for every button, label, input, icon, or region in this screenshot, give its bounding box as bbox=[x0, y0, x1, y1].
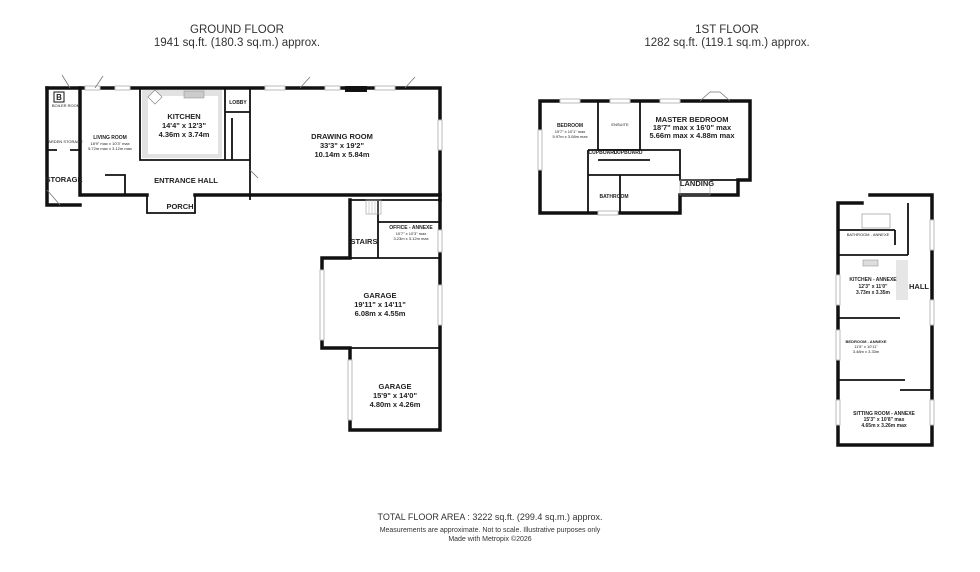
room-name: KITCHEN - ANNEXE bbox=[849, 277, 897, 283]
room-name: OFFICE - ANNEXE bbox=[389, 225, 433, 231]
room-metric: 5.97m x 3.08m max bbox=[552, 134, 587, 139]
room-metric: 4.36m x 3.74m bbox=[159, 130, 210, 139]
room-imperial: 15'3" x 10'8" max bbox=[864, 417, 905, 423]
garden-storage-label: GARDEN STORAGE bbox=[45, 139, 83, 144]
cupboard-1-label: CUPBOARD bbox=[589, 150, 618, 156]
bathroom-label: BATHROOM bbox=[599, 194, 628, 200]
porch-label: PORCH bbox=[166, 202, 193, 211]
annexe-bedroom: BEDROOM - ANNEXE 11'5" x 10'11" 3.48m x … bbox=[846, 339, 887, 354]
ensuite-label: ENSUITE bbox=[611, 122, 629, 127]
room-name: DRAWING ROOM bbox=[311, 132, 373, 141]
first-floor-area: 1282 sq.ft. (119.1 sq.m.) approx. bbox=[644, 37, 809, 49]
garage-1: GARAGE 19'11" x 14'11" 6.08m x 4.55m bbox=[354, 291, 406, 318]
bath-icon bbox=[861, 213, 891, 229]
room-metric: 4.80m x 4.26m bbox=[370, 400, 421, 409]
room-metric: 5.72m max x 3.12m max bbox=[88, 146, 132, 151]
first-floor-plan bbox=[537, 91, 752, 216]
first-floor-title: 1ST FLOOR bbox=[695, 24, 759, 36]
office-annexe: OFFICE - ANNEXE 10'7" x 10'3" max 3.23m … bbox=[389, 225, 433, 241]
room-metric: 3.23m x 3.12m max bbox=[393, 236, 428, 241]
room-imperial: 11'5" x 10'11" bbox=[854, 344, 878, 349]
room-metric: 10.14m x 5.84m bbox=[314, 150, 369, 159]
room-imperial: 19'7" x 10'1" max bbox=[555, 129, 586, 134]
fireplace bbox=[345, 86, 367, 92]
room-imperial: 15'9" x 14'0" bbox=[373, 391, 417, 400]
room-imperial: 33'3" x 19'2" bbox=[320, 141, 364, 150]
kitchen: KITCHEN 14'4" x 12'3" 4.36m x 3.74m bbox=[159, 112, 210, 139]
disclaimer: Measurements are approximate. Not to sca… bbox=[380, 527, 601, 534]
annexe-sitting-room: SITTING ROOM - ANNEXE 15'3" x 10'8" max … bbox=[853, 411, 915, 429]
boiler-room-label: BOILER ROOM bbox=[52, 103, 80, 108]
room-metric: 3.48m x 3.33m bbox=[853, 349, 880, 354]
stairs-label: STAIRS bbox=[351, 237, 378, 246]
room-imperial: 18'7" max x 16'0" max bbox=[653, 123, 732, 132]
cupboard-2-label: CUPBOARD bbox=[614, 150, 643, 156]
room-metric: 5.66m max x 4.88m max bbox=[649, 131, 735, 140]
room-imperial: 12'3" x 11'0" bbox=[858, 284, 888, 290]
entrance-hall-label: ENTRANCE HALL bbox=[154, 176, 218, 185]
room-imperial: 14'4" x 12'3" bbox=[162, 121, 206, 130]
total-floor-area: TOTAL FLOOR AREA : 3222 sq.ft. (299.4 sq… bbox=[378, 512, 603, 522]
ground-floor-title: GROUND FLOOR bbox=[190, 24, 284, 36]
room-metric: 4.65m x 3.26m max bbox=[861, 423, 907, 429]
drawing-room: DRAWING ROOM 33'3" x 19'2" 10.14m x 5.84… bbox=[311, 132, 373, 159]
bedroom: BEDROOM 19'7" x 10'1" max 5.97m x 3.08m … bbox=[552, 123, 587, 139]
boiler-icon bbox=[53, 91, 65, 103]
room-name: KITCHEN bbox=[167, 112, 200, 121]
room-name: SITTING ROOM - ANNEXE bbox=[853, 411, 915, 417]
hob-icon bbox=[147, 89, 163, 105]
room-name: LIVING ROOM bbox=[93, 135, 127, 141]
annexe-hall-label: HALL bbox=[909, 282, 929, 291]
ground-floor-plan: B bbox=[45, 74, 443, 432]
room-imperial: 18'9" max x 10'3" max bbox=[90, 141, 129, 146]
ground-floor-area: 1941 sq.ft. (180.3 sq.m.) approx. bbox=[154, 37, 320, 49]
living-room: LIVING ROOM 18'9" max x 10'3" max 5.72m … bbox=[88, 135, 132, 151]
boiler-symbol: B bbox=[56, 93, 62, 102]
annexe-bathroom-label: BATHROOM - ANNEXE bbox=[847, 232, 890, 237]
master-bedroom: MASTER BEDROOM 18'7" max x 16'0" max 5.6… bbox=[649, 115, 735, 140]
room-metric: 6.08m x 4.55m bbox=[355, 309, 406, 318]
stairs-graphic bbox=[365, 199, 382, 215]
room-imperial: 10'7" x 10'3" max bbox=[396, 231, 427, 236]
room-name: GARAGE bbox=[364, 291, 397, 300]
credit: Made with Metropix ©2026 bbox=[448, 535, 531, 543]
lobby-label: LOBBY bbox=[229, 100, 247, 106]
room-name: BEDROOM bbox=[557, 123, 583, 129]
room-name: BEDROOM - ANNEXE bbox=[846, 339, 887, 344]
garage-2: GARAGE 15'9" x 14'0" 4.80m x 4.26m bbox=[370, 382, 421, 409]
storage-label: STORAGE bbox=[46, 175, 83, 184]
room-metric: 3.73m x 3.35m bbox=[856, 290, 890, 296]
annexe-plan bbox=[835, 193, 935, 447]
landing-label: LANDING bbox=[680, 179, 714, 188]
annexe-kitchen: KITCHEN - ANNEXE 12'3" x 11'0" 3.73m x 3… bbox=[849, 277, 897, 296]
room-name: GARAGE bbox=[379, 382, 412, 391]
sink-icon bbox=[183, 90, 205, 99]
room-imperial: 19'11" x 14'11" bbox=[354, 300, 406, 309]
room-name: MASTER BEDROOM bbox=[656, 115, 729, 124]
